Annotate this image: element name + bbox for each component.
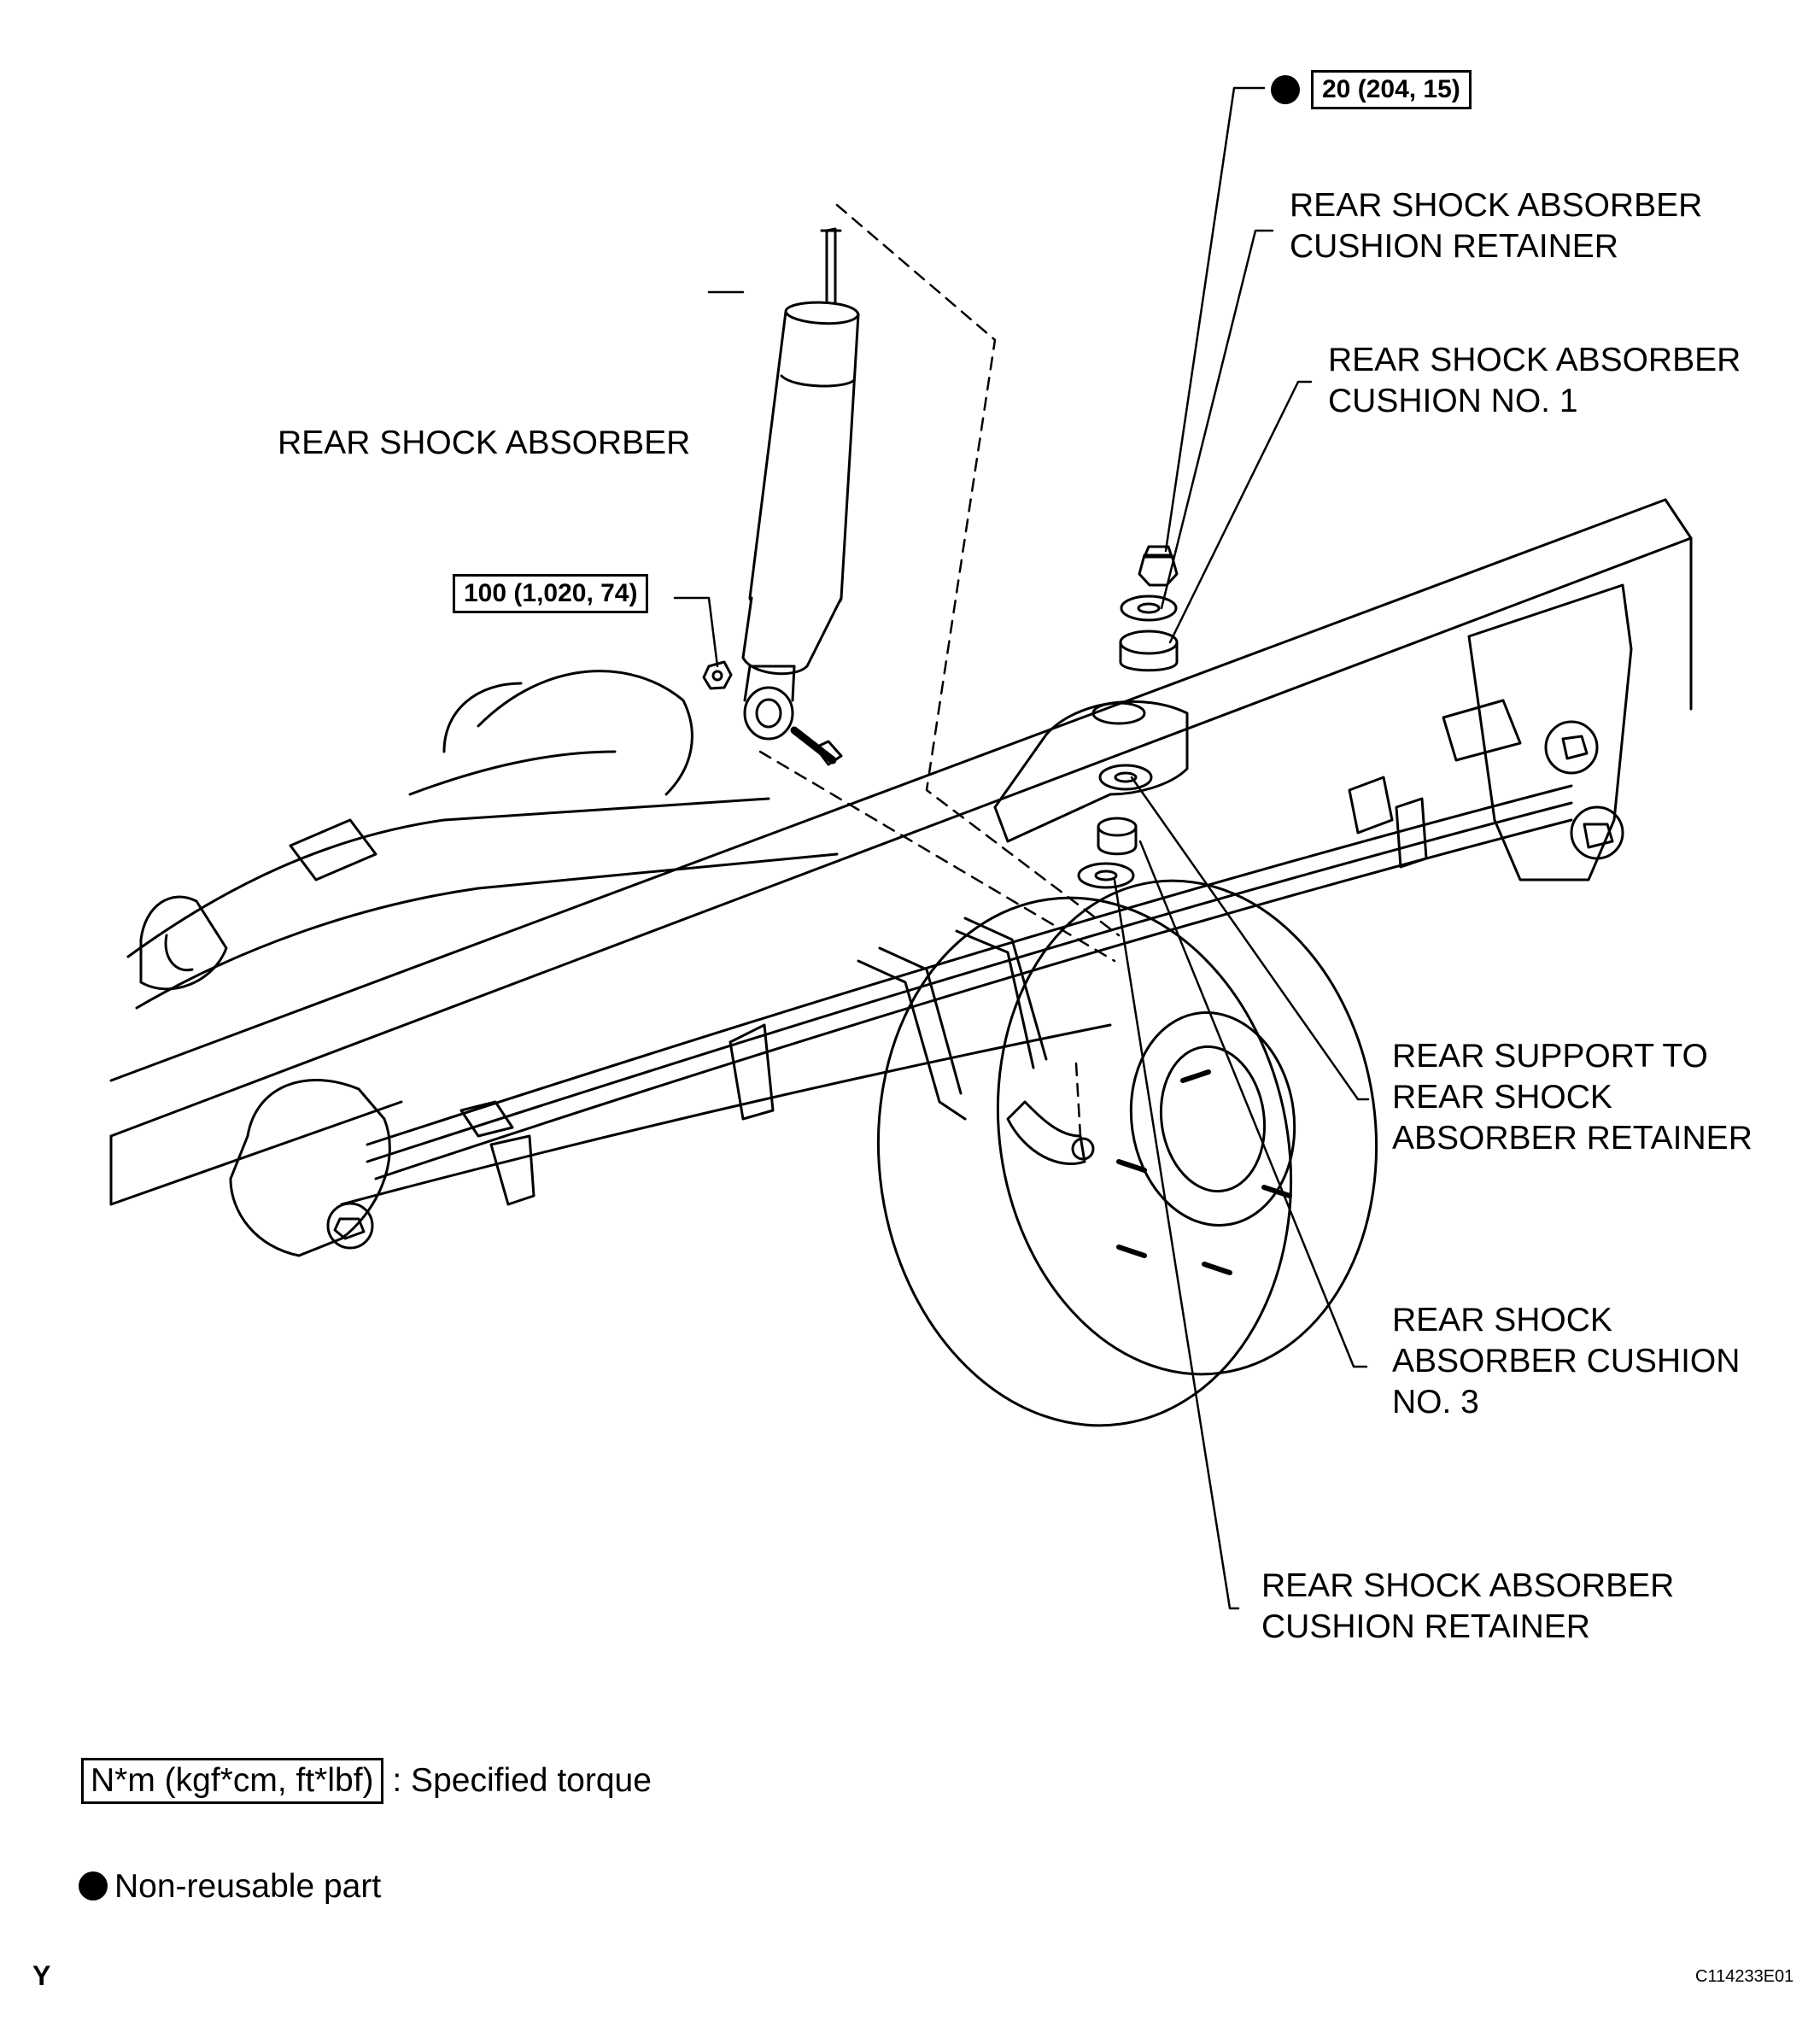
spring-hanger-front	[229, 1078, 391, 1257]
label-cushion-retainer-top: REAR SHOCK ABSORBER CUSHION RETAINER	[1290, 187, 1703, 265]
corner-mark: Y	[32, 1960, 51, 1991]
leader-lines	[673, 86, 1370, 1610]
legend-nonreusable-text: Non-reusable part	[114, 1868, 382, 1905]
torque-upper-nut: 20 (204, 15)	[1311, 70, 1472, 109]
alignment-lines	[758, 203, 1121, 1138]
nonreusable-dot-icon	[1271, 75, 1300, 104]
label-cushion-retainer-bottom: REAR SHOCK ABSORBER CUSHION RETAINER	[1261, 1567, 1675, 1645]
upper-mount	[993, 545, 1189, 889]
figure-code: C114233E01	[1695, 1967, 1794, 1986]
label-support-retainer: REAR SUPPORT TO REAR SHOCK ABSORBER RETA…	[1392, 1038, 1753, 1157]
leaf-spring	[340, 776, 1573, 1206]
spring-hanger-rear	[1442, 583, 1633, 881]
legend-torque-box: N*m (kgf*cm, ft*lbf)	[81, 1758, 383, 1804]
brake-drum	[876, 879, 1378, 1427]
legend-torque: N*m (kgf*cm, ft*lbf) : Specified torque	[81, 1758, 652, 1804]
torque-lower-bolt: 100 (1,020, 74)	[453, 574, 649, 613]
legend-dot-icon	[79, 1871, 108, 1901]
frame-rail	[109, 498, 1693, 1206]
shock-absorber-drawing	[741, 227, 860, 741]
lower-fasteners	[702, 660, 843, 766]
legend-torque-text: : Specified torque	[392, 1762, 652, 1799]
axle-housing	[126, 670, 839, 1010]
legend-nonreusable: Non-reusable part	[79, 1866, 381, 1907]
label-cushion-no1: REAR SHOCK ABSORBER CUSHION NO. 1	[1328, 342, 1741, 419]
label-cushion-no3: REAR SHOCK ABSORBER CUSHION NO. 3	[1392, 1302, 1741, 1420]
label-rear-shock-absorber: REAR SHOCK ABSORBER	[278, 425, 691, 461]
